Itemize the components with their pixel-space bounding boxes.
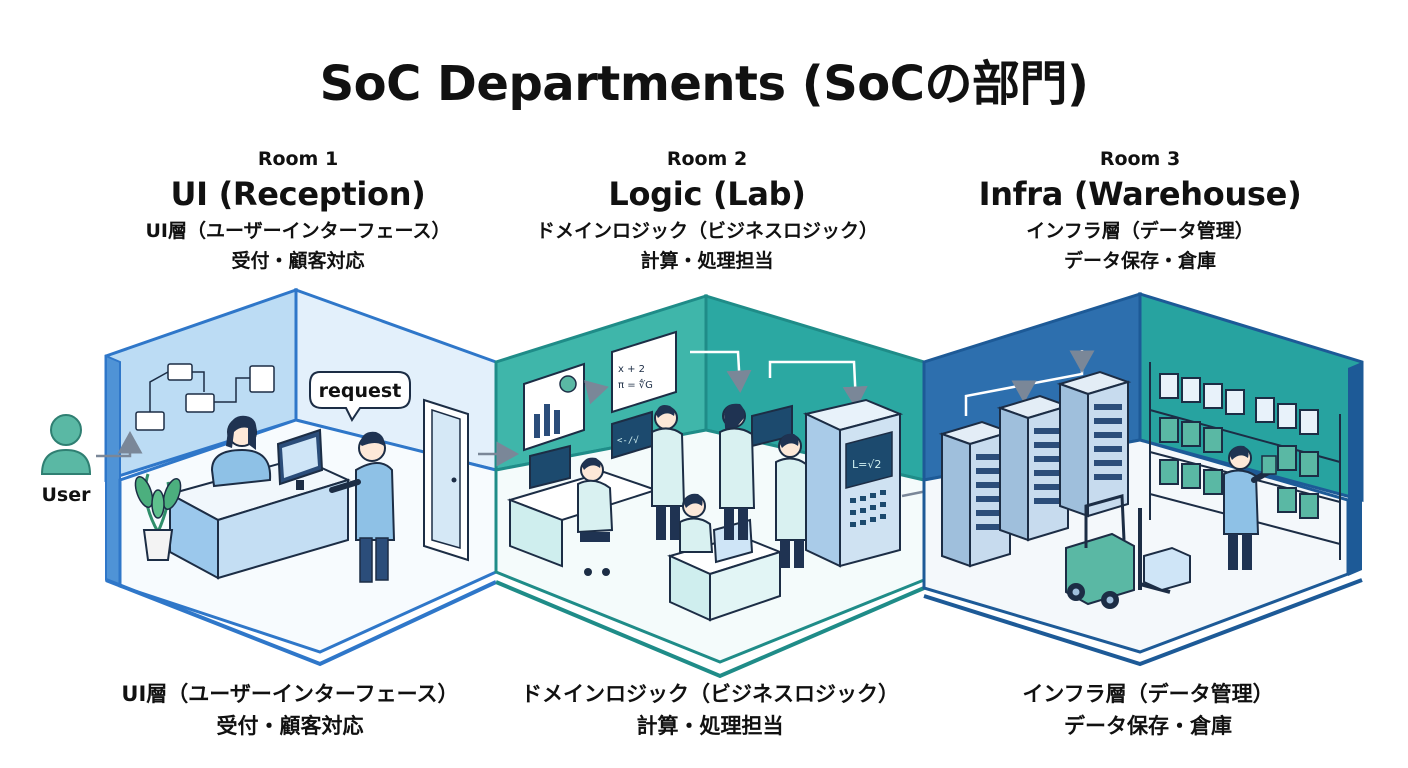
- room2-header: Room 2 Logic (Lab) ドメインロジック（ビジネスロジック） 計算…: [487, 146, 927, 276]
- room1-reception: request: [104, 287, 498, 667]
- room1-number: Room 1: [257, 148, 339, 170]
- room1-footer-role: 受付・顧客対応: [216, 714, 364, 738]
- room3-footer: インフラ層（データ管理） データ保存・倉庫: [918, 678, 1378, 742]
- user-to-room1-arrow: [96, 431, 143, 458]
- room2-footer-layer: ドメインロジック（ビジネスロジック）: [521, 682, 899, 706]
- room2-number: Room 2: [666, 148, 748, 170]
- room1-footer: UI層（ユーザーインターフェース） 受付・顧客対応: [60, 678, 520, 742]
- room1-header: Room 1 UI (Reception) UI層（ユーザーインターフェース） …: [78, 146, 518, 276]
- room3-number: Room 3: [1099, 148, 1181, 170]
- scientist-at-machine: [775, 433, 810, 568]
- door: [423, 398, 469, 562]
- machine-screen-text: L=√2: [852, 458, 881, 471]
- chart-to-formula-arrow: [583, 380, 609, 405]
- room1-layer: UI層（ユーザーインターフェース）: [145, 220, 451, 242]
- lab-to-machine-arrow: [768, 360, 868, 409]
- computing-machine: L=√2: [802, 398, 904, 568]
- user-figure: User: [40, 414, 92, 506]
- scientist-at-desk: [679, 493, 714, 553]
- room1-name: UI (Reception): [170, 175, 426, 213]
- room3-header: Room 3 Infra (Warehouse) インフラ層（データ管理） デー…: [920, 146, 1360, 276]
- room3-role: データ保存・倉庫: [1063, 250, 1216, 272]
- room2-footer-role: 計算・処理担当: [636, 714, 784, 738]
- room1-footer-layer: UI層（ユーザーインターフェース）: [121, 682, 459, 706]
- server-rack-2: [996, 394, 1072, 542]
- scientist-standing-2: [719, 403, 756, 540]
- warehouse-worker: [1223, 445, 1277, 570]
- room2-layer: ドメインロジック（ビジネスロジック）: [535, 220, 878, 242]
- formula-bottom: π = ∜G: [618, 378, 653, 391]
- user-label: User: [42, 484, 92, 506]
- storage-shelf: [1149, 362, 1341, 560]
- scientist-standing-1: [651, 405, 686, 540]
- receptionist: [210, 415, 272, 488]
- request-speech-bubble: request: [309, 371, 411, 422]
- room3-footer-role: データ保存・倉庫: [1064, 714, 1232, 738]
- customer: [329, 431, 396, 583]
- formula-board: x + 2 π = ∜G: [611, 330, 677, 414]
- room3-footer-layer: インフラ層（データ管理）: [1022, 682, 1274, 706]
- reception-desk: [167, 456, 351, 580]
- room3-name: Infra (Warehouse): [978, 175, 1302, 213]
- room2-footer: ドメインロジック（ビジネスロジック） 計算・処理担当: [480, 678, 940, 742]
- room1-role: 受付・顧客対応: [231, 250, 365, 272]
- potted-plant: [134, 473, 182, 561]
- bubble-text: request: [319, 380, 402, 402]
- flowchart-wall-art: [135, 363, 275, 431]
- formula-top: x + 2: [618, 364, 645, 375]
- room2-name: Logic (Lab): [608, 175, 806, 213]
- server-rack-3: [1056, 370, 1132, 518]
- room3-layer: インフラ層（データ管理）: [1026, 220, 1254, 242]
- page-title: SoC Departments (SoCの部門): [319, 56, 1089, 112]
- monitor: [276, 428, 324, 490]
- formula-to-lab-arrow: [690, 350, 752, 393]
- screen-code: <-/√: [617, 435, 639, 446]
- chart-board: [523, 362, 585, 452]
- forklift: [1065, 494, 1191, 609]
- room3-warehouse: [922, 291, 1364, 667]
- room2-lab: x + 2 π = ∜G <-/√: [494, 293, 926, 679]
- room2-role: 計算・処理担当: [640, 250, 774, 272]
- scientist-seated: [577, 457, 614, 576]
